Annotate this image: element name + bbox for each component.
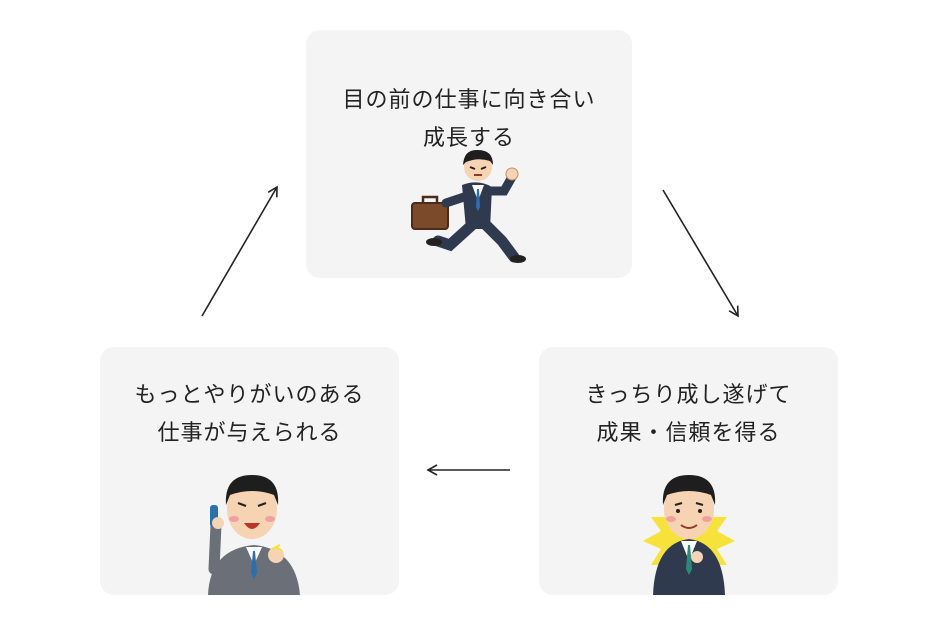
card-grow-line1: 目の前の仕事に向き合い: [342, 88, 596, 113]
arrow-top-to-right: [662, 189, 739, 318]
card-results: きっちり成し遂げて 成果・信頼を得る: [539, 347, 838, 595]
card-grow: 目の前の仕事に向き合い 成長する: [306, 30, 632, 278]
phone-call-businessman-icon: [208, 475, 300, 595]
card-results-line1: きっちり成し遂げて: [585, 383, 792, 408]
arrow-left-to-top: [201, 185, 278, 317]
card-rewarding-work-text: もっとやりがいのある 仕事が与えられる: [100, 377, 399, 453]
card-grow-line2: 成長する: [422, 126, 515, 151]
card-rewarding-work: もっとやりがいのある 仕事が与えられる: [100, 347, 399, 595]
card-results-text: きっちり成し遂げて 成果・信頼を得る: [539, 377, 838, 453]
card-grow-text: 目の前の仕事に向き合い 成長する: [306, 82, 632, 158]
card-rewarding-work-line2: 仕事が与えられる: [157, 421, 342, 446]
card-results-line2: 成果・信頼を得る: [596, 421, 781, 446]
running-businessman-icon: [411, 149, 526, 263]
card-rewarding-work-line1: もっとやりがいのある: [134, 383, 365, 408]
confident-businessman-icon: [643, 475, 735, 595]
